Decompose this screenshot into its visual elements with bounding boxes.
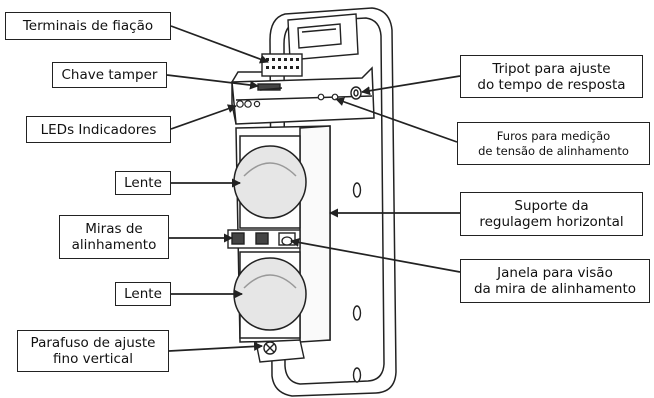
- tripot-knob: [350, 86, 362, 100]
- label-lens-bottom-text: Lente: [124, 286, 162, 302]
- label-leds-text: LEDs Indicadores: [40, 121, 157, 138]
- label-bracket-line2: regulagem horizontal: [479, 214, 624, 230]
- leader-terminals: [170, 25, 269, 64]
- leader-tamper: [166, 74, 259, 90]
- label-lens-top: Lente: [115, 171, 171, 195]
- label-window-line1: Janela para visão: [497, 265, 613, 281]
- label-bracket-line1: Suporte da: [514, 198, 589, 214]
- label-screw-line1: Parafuso de ajuste: [30, 335, 156, 351]
- label-leds: LEDs Indicadores: [26, 116, 171, 143]
- lens-upper: [233, 135, 307, 229]
- sight-window: [281, 236, 293, 246]
- label-sights: Miras de alinhamento: [59, 215, 169, 259]
- led-indicators: [236, 100, 261, 108]
- label-sights-line1: Miras de: [85, 221, 143, 237]
- leader-lines: [166, 25, 461, 352]
- leader-leds: [170, 104, 237, 130]
- label-screw: Parafuso de ajuste fino vertical: [17, 330, 169, 372]
- label-lens-bottom: Lente: [115, 282, 171, 306]
- leader-screw: [168, 341, 263, 352]
- label-lens-top-text: Lente: [124, 175, 162, 191]
- label-tripot-line2: do tempo de resposta: [477, 76, 626, 93]
- label-holes-line2: de tensão de alinhamento: [478, 143, 629, 158]
- label-screw-line2: fino vertical: [53, 351, 133, 367]
- vertical-adjust-screw: [255, 339, 305, 363]
- label-tripot-line1: Tripot para ajuste: [492, 60, 611, 77]
- leader-tripot: [361, 75, 461, 96]
- label-terminals: Terminais de fiação: [5, 12, 171, 40]
- mounting-hole: [352, 182, 362, 383]
- tamper-switch: [257, 83, 283, 91]
- label-holes-line1: Furos para medição: [496, 128, 611, 143]
- leader-holes: [335, 97, 458, 143]
- label-window-line2: da mira de alinhamento: [473, 281, 637, 297]
- label-tamper-text: Chave tamper: [61, 67, 158, 83]
- label-sights-line2: alinhamento: [71, 237, 157, 253]
- label-window: Janela para visão da mira de alinhamento: [460, 259, 650, 303]
- label-tripot: Tripot para ajuste do tempo de resposta: [460, 55, 643, 98]
- label-holes: Furos para medição de tensão de alinhame…: [457, 122, 650, 165]
- lens-lower: [233, 251, 307, 339]
- terminal-block: [261, 13, 359, 77]
- circuit-board: [231, 66, 375, 125]
- label-bracket: Suporte da regulagem horizontal: [460, 192, 643, 236]
- leader-window: [290, 238, 461, 273]
- label-tamper: Chave tamper: [52, 62, 167, 88]
- label-terminals-text: Terminais de fiação: [22, 18, 154, 34]
